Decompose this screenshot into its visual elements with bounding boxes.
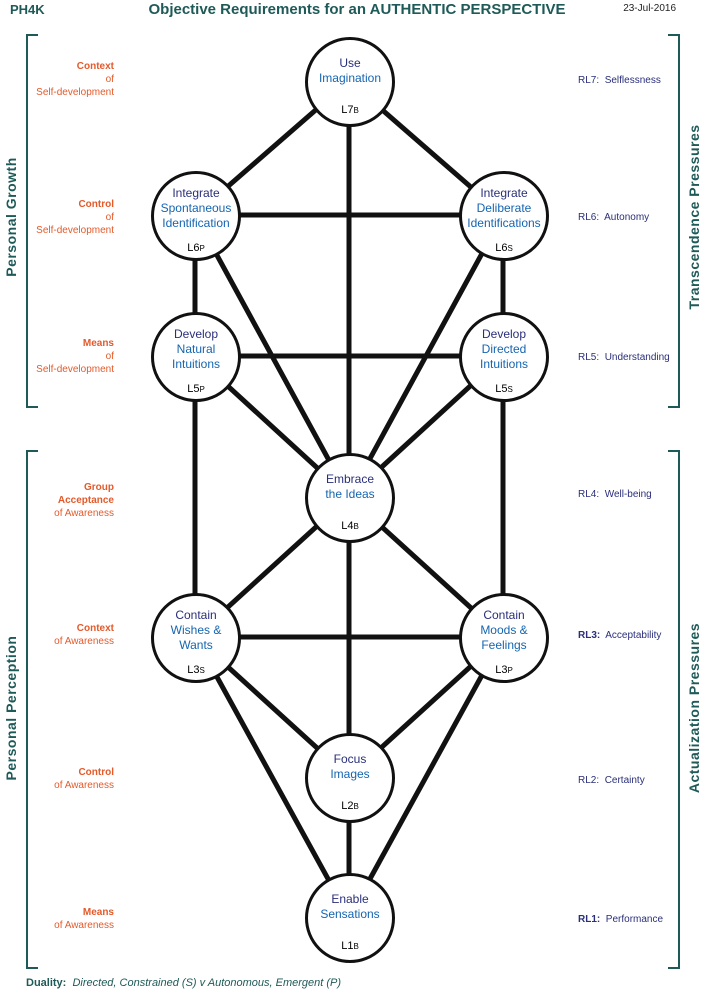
rl3-label: RL3: Acceptability <box>578 630 662 641</box>
edge-l3s-l1 <box>192 634 352 920</box>
rl1-label: RL1: Performance <box>578 914 664 925</box>
rl7-label: RL7: Selflessness <box>578 75 661 86</box>
doc-code: PH4K <box>10 2 45 17</box>
date-stamp: 23-Jul-2016 <box>623 3 676 14</box>
duality-footer: Duality: Directed, Constrained (S) v Aut… <box>26 977 342 989</box>
page-title: Objective Requirements for an AUTHENTIC … <box>148 1 566 18</box>
personal-perception-bracket <box>26 450 38 969</box>
rl5-label: RL5: Understanding <box>578 352 670 363</box>
rl2-label: RL2: Certainty <box>578 775 645 786</box>
personal-growth-bracket <box>26 34 38 408</box>
transcendence-bracket <box>668 34 680 408</box>
edge-l3p-l1 <box>346 634 506 920</box>
actualization-bracket <box>668 450 680 969</box>
rl6-label: RL6: Autonomy <box>578 212 650 223</box>
rl4-label: RL4: Well-being <box>578 489 652 500</box>
